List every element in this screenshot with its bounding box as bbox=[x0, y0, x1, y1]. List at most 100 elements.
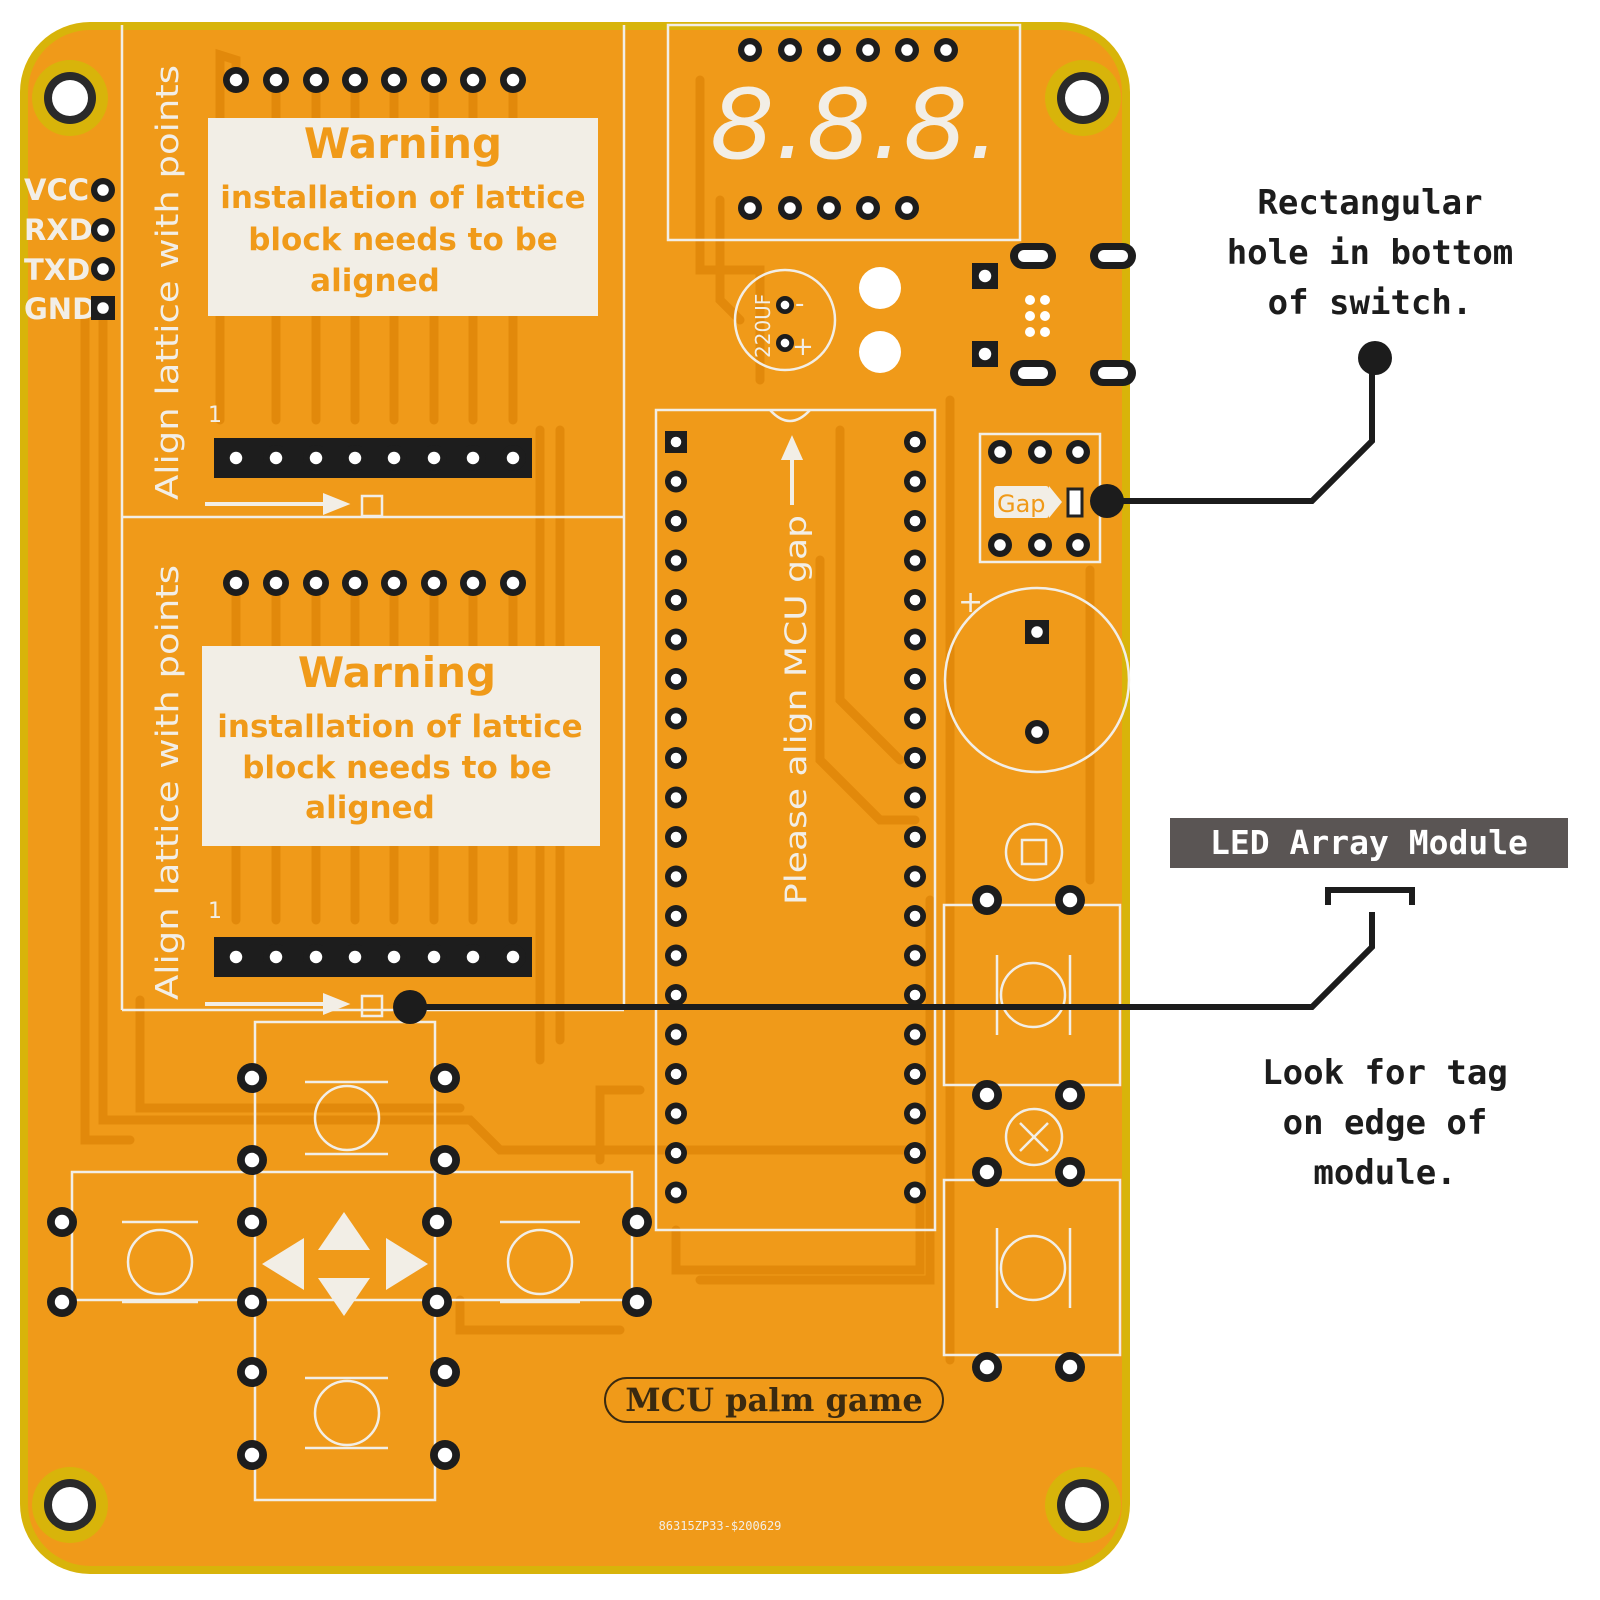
drill-hole bbox=[784, 202, 796, 214]
drill-hole bbox=[670, 673, 682, 685]
warning-title-bottom: Warning bbox=[298, 648, 496, 697]
drill-hole bbox=[387, 451, 401, 465]
buzzer-plus-mark: + bbox=[958, 585, 983, 620]
drill-hole bbox=[978, 269, 992, 283]
drill-hole bbox=[1062, 1164, 1078, 1180]
drill-hole bbox=[1062, 1087, 1078, 1103]
brand-label: MCU palm game bbox=[625, 1381, 923, 1419]
drill-hole bbox=[244, 1214, 260, 1230]
callout-dot-switch bbox=[1358, 341, 1392, 375]
drill-hole bbox=[1072, 539, 1084, 551]
cross-button-icon bbox=[1004, 1107, 1064, 1167]
drill-hole bbox=[244, 1364, 260, 1380]
mounting-hole-drill bbox=[52, 1487, 88, 1523]
drill-hole bbox=[909, 1108, 921, 1119]
drill-hole bbox=[862, 44, 874, 56]
cap-minus-mark: - bbox=[795, 289, 804, 319]
drill-hole bbox=[429, 1214, 445, 1230]
warning-label-top-bg bbox=[208, 118, 598, 316]
drill-hole bbox=[348, 576, 362, 590]
slot-drill bbox=[1098, 367, 1128, 379]
drill-hole bbox=[909, 950, 921, 961]
drill-hole bbox=[629, 1294, 645, 1310]
gap-tag bbox=[994, 486, 1049, 518]
via bbox=[1040, 311, 1050, 321]
drill-hole bbox=[54, 1294, 70, 1310]
serial-number: 86315ZP33-$200629 bbox=[659, 1519, 782, 1533]
via bbox=[1040, 295, 1050, 305]
align-label-top: Align lattice with points bbox=[150, 65, 186, 500]
warning-line-top-3: aligned bbox=[310, 263, 440, 299]
drill-hole bbox=[427, 950, 441, 964]
drill-hole bbox=[97, 263, 109, 275]
gap-slot bbox=[1066, 487, 1084, 518]
drill-hole bbox=[909, 634, 921, 645]
drill-hole bbox=[909, 752, 921, 764]
drill-hole bbox=[909, 1187, 921, 1198]
drill-hole bbox=[909, 1029, 921, 1040]
drill-hole bbox=[348, 73, 362, 87]
drill-hole bbox=[823, 202, 835, 214]
drill-hole bbox=[979, 892, 995, 908]
warning-line-bottom-2: block needs to be bbox=[242, 750, 552, 786]
drill-hole bbox=[979, 1087, 995, 1103]
drill-hole bbox=[780, 338, 790, 348]
trace bbox=[98, 303, 925, 1155]
header-pin-rxd: RXD bbox=[24, 213, 93, 247]
drill-hole bbox=[670, 634, 682, 645]
cap-plus-mark: + bbox=[792, 332, 814, 362]
switch-callout-line-1: Rectangular bbox=[1257, 183, 1483, 223]
drill-hole bbox=[466, 576, 480, 590]
solder-pads bbox=[32, 38, 1136, 1543]
drill-hole bbox=[244, 1294, 260, 1310]
module-callout-line-3: module. bbox=[1313, 1153, 1457, 1193]
button-down-outline bbox=[313, 1379, 381, 1447]
drill-hole bbox=[670, 713, 682, 724]
drill-hole bbox=[348, 451, 362, 465]
drill-hole bbox=[269, 576, 283, 590]
drill-hole bbox=[862, 202, 874, 214]
slot-drill bbox=[1018, 367, 1048, 379]
drill-hole bbox=[670, 1147, 682, 1159]
drill-hole bbox=[994, 446, 1006, 458]
drill-hole bbox=[670, 831, 682, 843]
trace bbox=[695, 75, 765, 385]
mcu-align-label: Please align MCU gap bbox=[779, 515, 813, 905]
drill-hole bbox=[97, 224, 109, 236]
drill-hole bbox=[909, 713, 921, 724]
drill-hole bbox=[670, 871, 682, 882]
drill-hole bbox=[244, 1447, 260, 1463]
drill-hole bbox=[244, 1152, 260, 1168]
drill-hole bbox=[1062, 892, 1078, 908]
drill-hole bbox=[427, 576, 441, 590]
drill-hole bbox=[909, 1147, 921, 1159]
callout-dot-module bbox=[393, 990, 427, 1024]
button-a-outline bbox=[999, 961, 1067, 1029]
header-pin-gnd: GND bbox=[24, 292, 96, 326]
drill-hole bbox=[901, 44, 913, 56]
slot-drill bbox=[1098, 250, 1128, 262]
header-pin-txd: TXD bbox=[24, 253, 90, 287]
module-callout-line-2: on edge of bbox=[1282, 1103, 1488, 1143]
drill-hole bbox=[670, 950, 682, 961]
drill-hole bbox=[269, 950, 283, 964]
drill-hole bbox=[744, 202, 756, 214]
drill-hole bbox=[670, 594, 682, 606]
callout-lines bbox=[410, 360, 1415, 1010]
mounting-hole-drill bbox=[1065, 1487, 1101, 1523]
drill-hole bbox=[506, 576, 520, 590]
drill-hole bbox=[229, 576, 243, 590]
drill-hole bbox=[940, 44, 952, 56]
drill-hole bbox=[348, 950, 362, 964]
drill-hole bbox=[429, 1294, 445, 1310]
via bbox=[1040, 327, 1050, 337]
trace bbox=[695, 895, 935, 1285]
mounting-hole-drill bbox=[1065, 80, 1101, 116]
module-callout-line-1: Look for tag bbox=[1262, 1053, 1508, 1093]
drill-hole bbox=[309, 451, 323, 465]
drill-hole bbox=[229, 73, 243, 87]
drill-hole bbox=[670, 910, 682, 922]
gap-label: Gap bbox=[997, 490, 1046, 518]
drill-hole bbox=[909, 476, 921, 487]
trace bbox=[595, 1085, 645, 1165]
